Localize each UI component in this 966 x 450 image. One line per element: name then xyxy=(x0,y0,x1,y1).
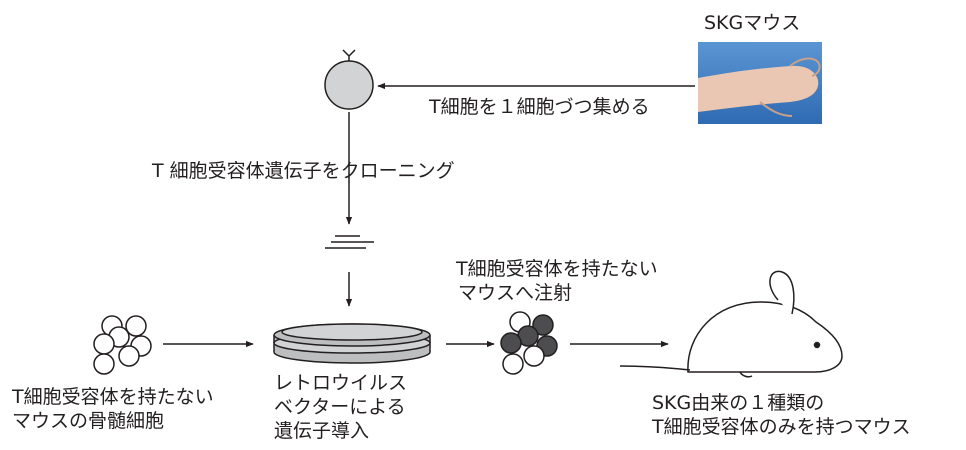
transduced-cells xyxy=(500,311,558,375)
petri-dish xyxy=(273,323,431,364)
result-mouse-label-line2: T細胞受容体のみを持つマウス xyxy=(652,416,911,438)
result-mouse-label-line1: SKG由来の１種類の xyxy=(652,392,825,414)
injection-label-line2: マウスへ注射 xyxy=(458,282,573,304)
retrovirus-label-line2: ベクターによる xyxy=(274,396,406,418)
cloning-label: T 細胞受容体遺伝子をクローニング xyxy=(152,160,455,182)
retrovirus-label-line1: レトロウイルス xyxy=(274,372,408,394)
skg-mouse-label: SKGマウス xyxy=(704,12,801,34)
mouse-drawing xyxy=(619,270,843,378)
injection-label-line1: T細胞受容体を持たない xyxy=(456,258,658,280)
retrovirus-label-line3: 遺伝子導入 xyxy=(274,420,370,442)
bone-marrow-label-line2: マウスの骨髄細胞 xyxy=(12,410,165,432)
bone-marrow-label-line1: T細胞受容体を持たない xyxy=(12,386,214,408)
tcr-gene-fragment xyxy=(325,235,374,249)
bone-marrow-cells xyxy=(93,315,152,375)
collect-t-cells-label: T細胞を１細胞づつ集める xyxy=(429,96,650,118)
single-t-cell xyxy=(324,49,374,110)
skg-mouse-photo xyxy=(698,42,822,124)
